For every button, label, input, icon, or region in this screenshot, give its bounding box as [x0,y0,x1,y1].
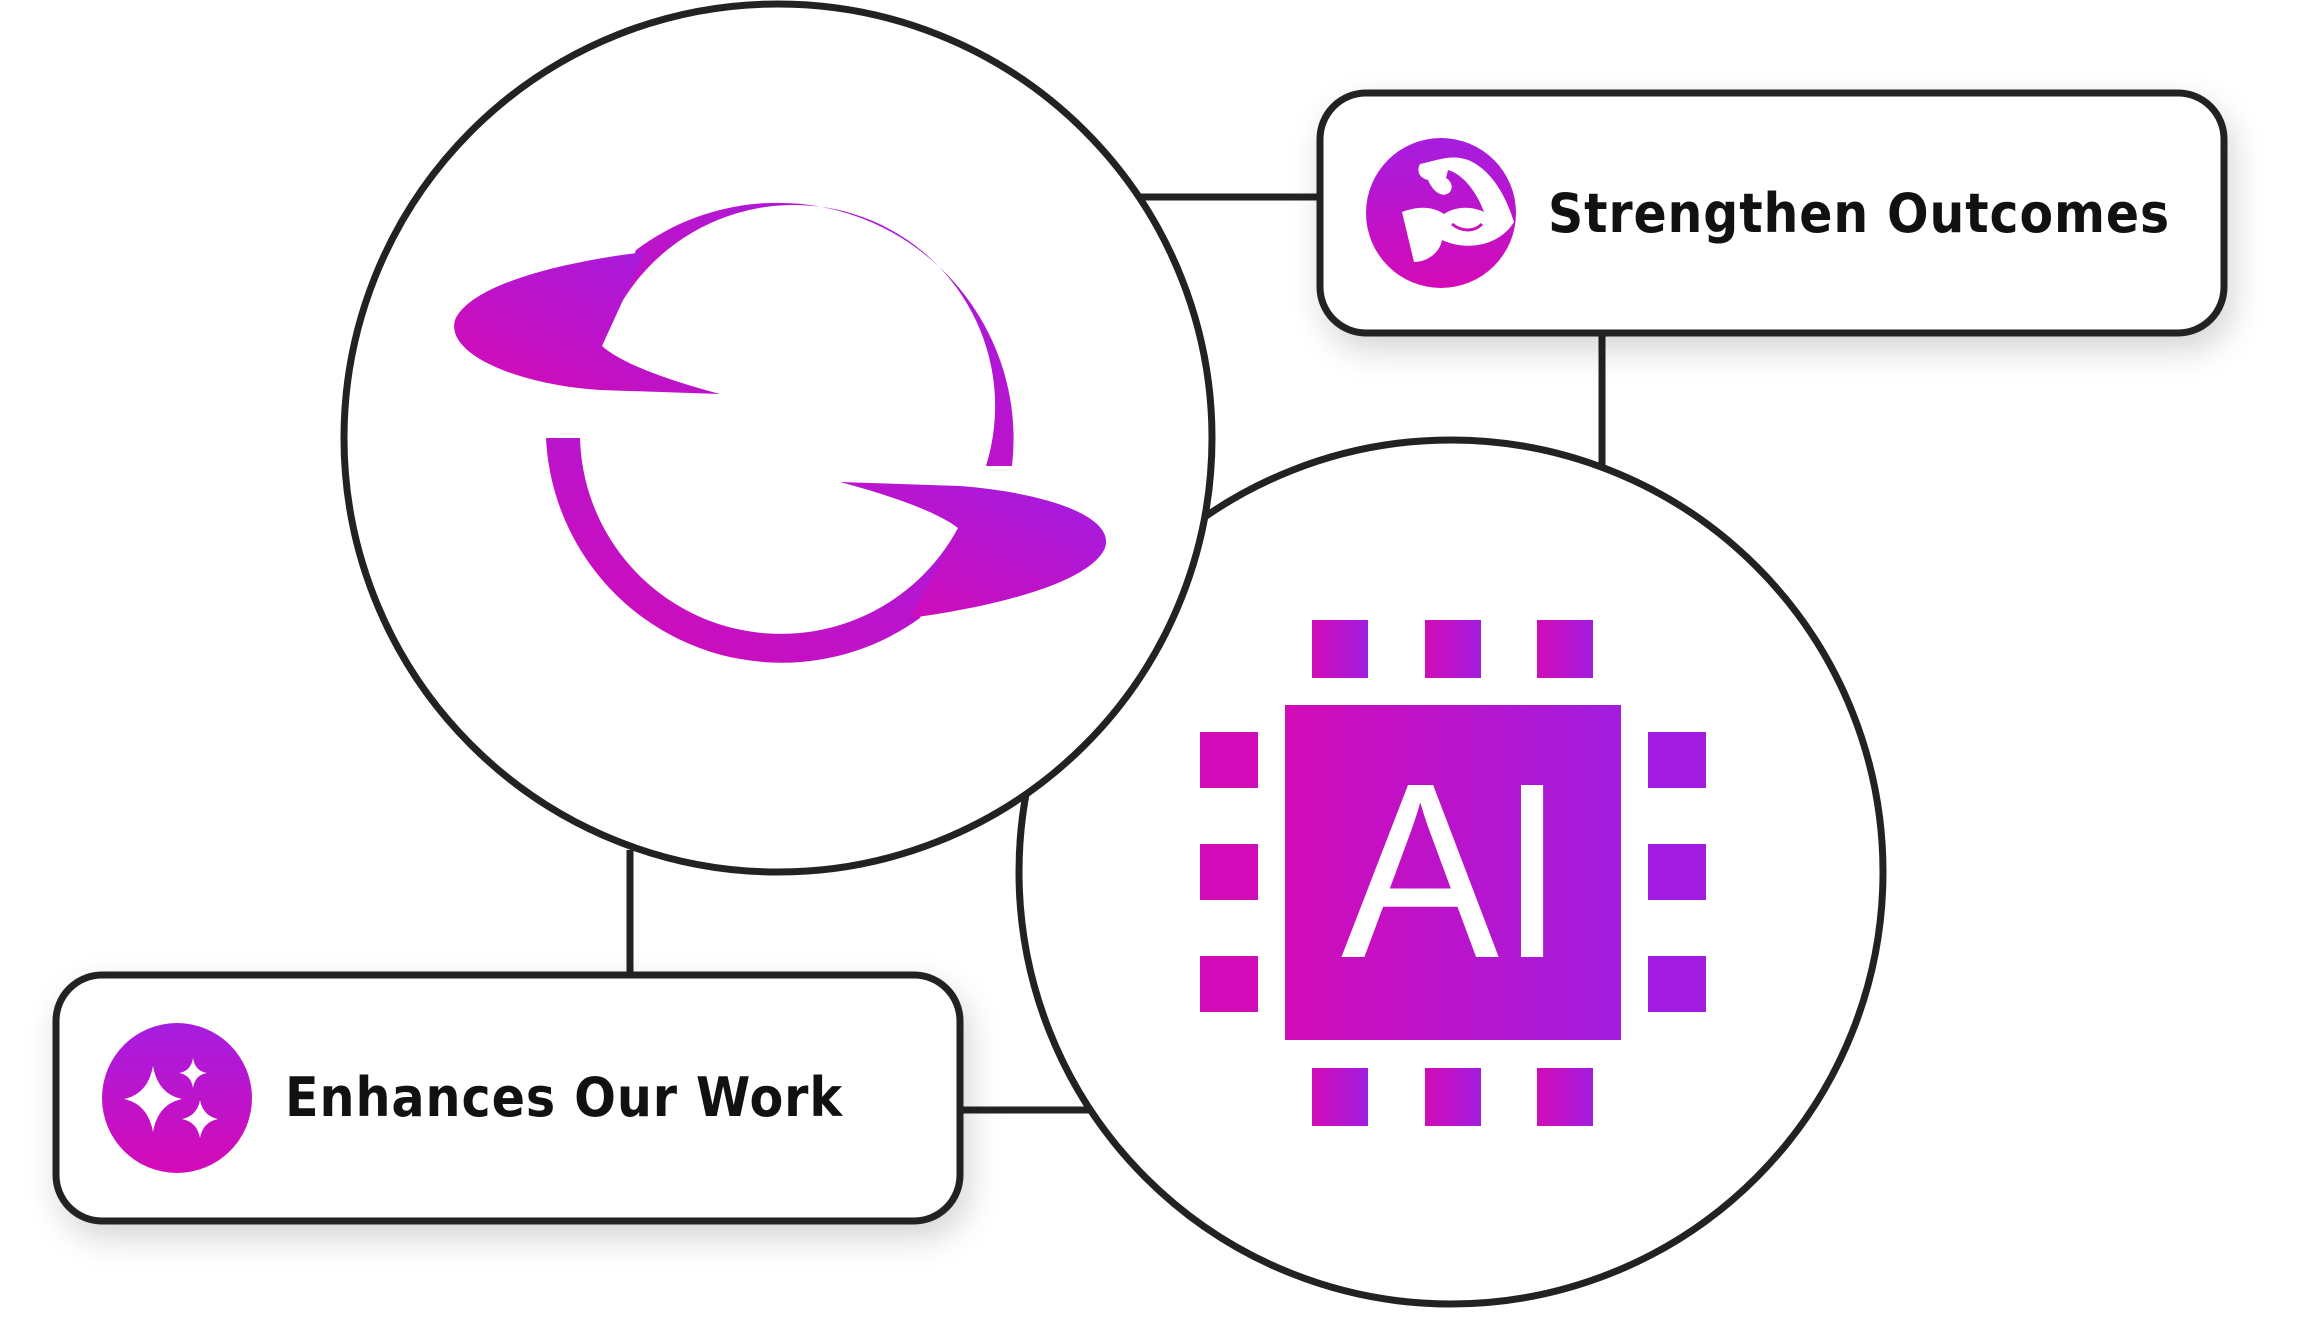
sparkles-icon [102,1023,252,1173]
chip-body [1285,705,1621,1040]
card-enhances-our-work [52,971,964,1225]
flexed-bicep-icon [1366,138,1516,288]
strengthen-outcomes-label: Strengthen Outcomes [1548,182,2170,245]
connector-lines [626,193,1606,1114]
logo-circle [340,0,1216,876]
enhances-our-work-label: Enhances Our Work [285,1066,843,1129]
card-strengthen-outcomes [1316,89,2228,337]
swirl-logo-icon [454,202,1107,663]
chip-label: AI [1341,731,1565,1010]
ai-chip-icon: AI [1200,620,1706,1126]
